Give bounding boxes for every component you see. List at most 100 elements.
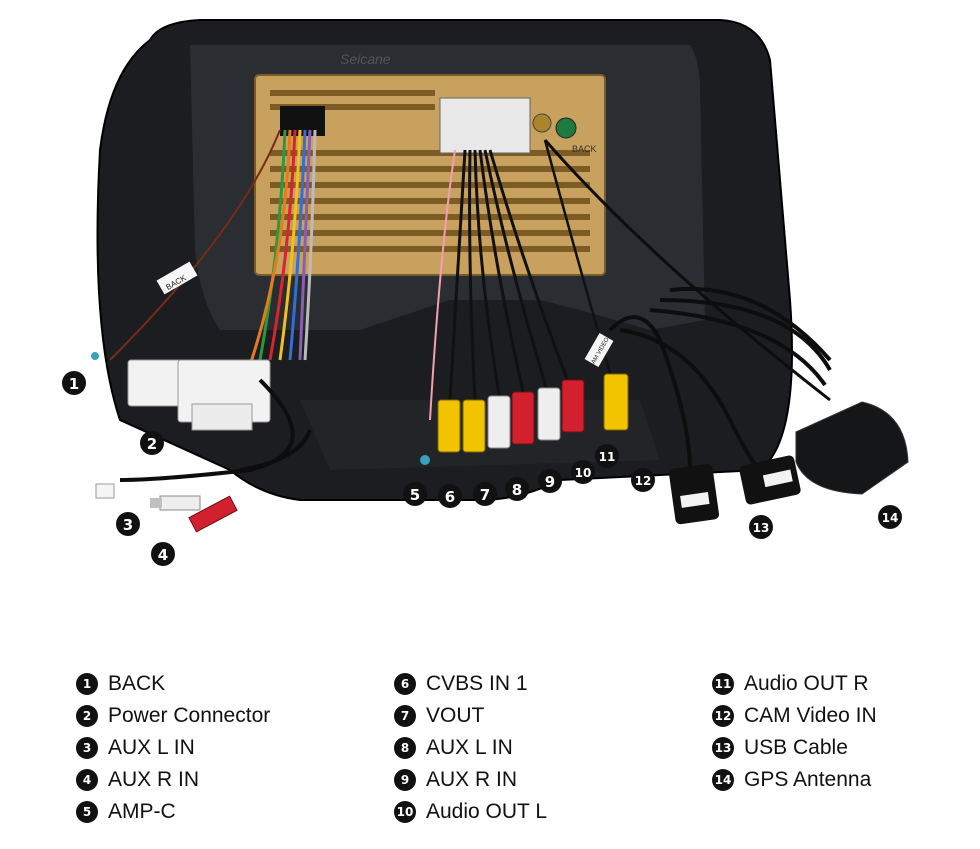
legend-number: 9 xyxy=(394,769,416,791)
cam-video-tag xyxy=(584,333,614,367)
legend-item: 7 VOUT xyxy=(394,700,547,732)
legend-number: 6 xyxy=(394,673,416,695)
svg-text:13: 13 xyxy=(753,521,770,535)
gps-port xyxy=(532,113,552,133)
usb-cable-coil xyxy=(608,286,832,472)
svg-text:6: 6 xyxy=(445,488,455,506)
svg-text:14: 14 xyxy=(882,511,899,525)
legend-number: 11 xyxy=(712,673,734,695)
legend-item: 3 AUX L IN xyxy=(76,732,270,764)
gps-antenna xyxy=(795,401,909,495)
aux-small-plug xyxy=(95,483,115,499)
rca-plugs xyxy=(420,373,629,465)
legend-label: AUX R IN xyxy=(426,768,518,791)
power-harness-wires xyxy=(109,129,317,366)
legend-number: 5 xyxy=(76,801,98,823)
legend-label: AUX R IN xyxy=(108,768,200,791)
legend-item: 14 GPS Antenna xyxy=(712,764,877,796)
legend-number: 14 xyxy=(712,769,734,791)
rca-plug-cam-video-in xyxy=(603,373,629,431)
marker-3: 3 xyxy=(116,512,140,536)
legend-item: 1 BACK xyxy=(76,668,270,700)
power-connector xyxy=(127,359,271,431)
svg-text:8: 8 xyxy=(512,481,522,499)
legend-item: 13 USB Cable xyxy=(712,732,877,764)
svg-text:4: 4 xyxy=(158,546,168,564)
legend-item: 12 CAM Video IN xyxy=(712,700,877,732)
legend-number: 1 xyxy=(76,673,98,695)
svg-text:7: 7 xyxy=(480,486,490,504)
rca-plug-audio-out-r xyxy=(561,379,585,433)
svg-text:3: 3 xyxy=(123,516,133,534)
legend-label: VOUT xyxy=(426,704,485,727)
legend-label: GPS Antenna xyxy=(744,768,872,791)
legend-number: 3 xyxy=(76,737,98,759)
legend-number: 13 xyxy=(712,737,734,759)
svg-text:10: 10 xyxy=(575,466,592,480)
brand-watermark: Seicane xyxy=(340,51,391,67)
svg-text:1: 1 xyxy=(69,375,79,393)
legend-number: 8 xyxy=(394,737,416,759)
legend-label: Audio OUT R xyxy=(744,672,869,695)
legend-number: 10 xyxy=(394,801,416,823)
legend-label: AMP-C xyxy=(108,800,176,823)
marker-14: 14 xyxy=(878,505,902,529)
chassis-power-socket xyxy=(280,106,325,136)
marker-10: 10 xyxy=(571,460,595,484)
back-wire-tip xyxy=(91,352,99,360)
back-port xyxy=(555,117,577,139)
marker-5: 5 xyxy=(403,482,427,506)
legend-label: BACK xyxy=(108,672,166,695)
legend-column-3: 11 Audio OUT R 12 CAM Video IN 13 USB Cable… xyxy=(712,668,877,796)
rca-plug-cvbs-in-1 xyxy=(437,399,461,453)
marker-4: 4 xyxy=(151,542,175,566)
legend-label: CAM Video IN xyxy=(744,704,877,727)
legend-item: 10 Audio OUT L xyxy=(394,796,547,828)
rca-plug-vout xyxy=(462,399,486,453)
usb-port-1 xyxy=(680,492,710,508)
legend-number: 2 xyxy=(76,705,98,727)
aux-rca-left-plug xyxy=(150,495,201,511)
legend-number: 12 xyxy=(712,705,734,727)
rca-plug-aux-r-in xyxy=(511,391,535,445)
legend-label: CVBS IN 1 xyxy=(426,672,528,695)
rca-plug-audio-out-l xyxy=(537,387,561,441)
number-markers: 1 2 3 4 5 6 7 8 9 10 11 12 13 14 xyxy=(62,371,902,566)
svg-text:9: 9 xyxy=(545,473,555,491)
legend-column-2: 6 CVBS IN 1 7 VOUT 8 AUX L IN 9 AUX R IN 10 A… xyxy=(394,668,547,828)
gps-cable xyxy=(543,139,831,402)
marker-8: 8 xyxy=(505,477,529,501)
legend-label: Audio OUT L xyxy=(426,800,548,823)
back-port-label: BACK xyxy=(572,144,597,154)
legend-item: 6 CVBS IN 1 xyxy=(394,668,547,700)
back-wire-tag xyxy=(156,261,198,295)
marker-12: 12 xyxy=(631,468,655,492)
wiring-diagram: BACK Seicane BACK xyxy=(62,19,909,566)
marker-2: 2 xyxy=(140,431,164,455)
legend-label: USB Cable xyxy=(744,736,848,759)
legend-label: AUX L IN xyxy=(426,736,513,759)
legend-label: AUX L IN xyxy=(108,736,195,759)
svg-text:12: 12 xyxy=(635,474,652,488)
amp-c-wire-tip xyxy=(420,455,430,465)
aux-rca-right-plug xyxy=(188,495,238,533)
rca-plug-aux-l-in xyxy=(487,395,511,449)
aux-wire-loop xyxy=(239,429,312,472)
marker-13: 13 xyxy=(749,515,773,539)
legend-item: 9 AUX R IN xyxy=(394,764,547,796)
svg-text:5: 5 xyxy=(410,486,420,504)
legend-label: Power Connector xyxy=(108,704,271,727)
legend-item: 2 Power Connector xyxy=(76,700,270,732)
legend-item: 11 Audio OUT R xyxy=(712,668,877,700)
legend-number: 7 xyxy=(394,705,416,727)
legend-item: 8 AUX L IN xyxy=(394,732,547,764)
svg-text:2: 2 xyxy=(147,435,157,453)
rca-cable-bundle xyxy=(429,139,617,421)
marker-7: 7 xyxy=(473,482,497,506)
svg-text:11: 11 xyxy=(599,450,616,464)
marker-11: 11 xyxy=(595,444,619,468)
marker-9: 9 xyxy=(538,469,562,493)
